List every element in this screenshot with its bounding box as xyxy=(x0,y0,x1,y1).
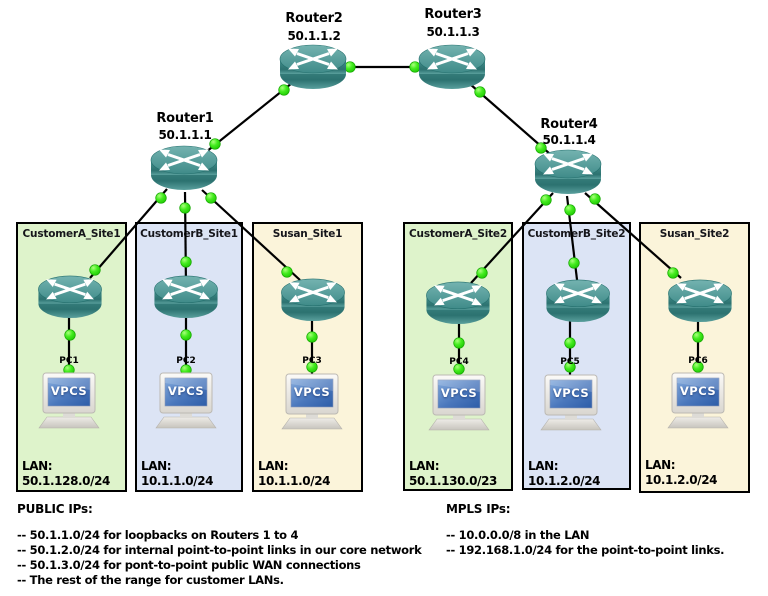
link-status-dot xyxy=(589,193,601,205)
router2-ip: 50.1.1.2 xyxy=(287,29,341,43)
site-title: Susan_Site1 xyxy=(272,228,343,240)
pc1-icon[interactable] xyxy=(37,371,101,431)
site-title: CustomerA_Site2 xyxy=(409,228,507,240)
pc1-label: PC1 xyxy=(59,356,79,366)
lan-label-site2a: LAN:50.1.130.0/23 xyxy=(409,459,498,488)
link-status-dot xyxy=(564,204,576,216)
siteb1-router-icon[interactable] xyxy=(153,275,219,319)
site-title: Susan_Site2 xyxy=(659,228,730,240)
site-title: CustomerB_Site1 xyxy=(140,228,238,240)
note-line: -- 50.1.2.0/24 for internal point-to-poi… xyxy=(17,543,422,557)
site-title: CustomerB_Site2 xyxy=(527,228,626,240)
public-ips-notes: PUBLIC IPs: -- 50.1.1.0/24 for loopbacks… xyxy=(17,502,422,588)
pc6-screen-label: VPCS xyxy=(679,384,717,398)
susan1-router-icon[interactable] xyxy=(280,278,346,322)
pc4-icon[interactable] xyxy=(427,373,491,433)
router1-name: Router1 xyxy=(156,111,214,126)
mpls-ips-notes: MPLS IPs: -- 10.0.0.0/8 in the LAN -- 19… xyxy=(446,502,725,558)
sitea2-router-icon[interactable] xyxy=(425,281,491,325)
router3-ip: 50.1.1.3 xyxy=(426,25,480,39)
router2-name: Router2 xyxy=(285,11,343,26)
lan-label-site2s: LAN:10.1.2.0/24 xyxy=(645,458,718,487)
note-line: -- 50.1.3.0/24 for pont-to-point public … xyxy=(17,558,361,572)
pc5-label: PC5 xyxy=(560,357,580,367)
pc3-label: PC3 xyxy=(302,356,322,366)
note-line: -- The rest of the range for customer LA… xyxy=(17,573,284,587)
note-line: -- 50.1.1.0/24 for loopbacks on Routers … xyxy=(17,528,299,542)
pc2-screen-label: VPCS xyxy=(167,384,205,398)
pc2-label: PC2 xyxy=(176,356,196,366)
link-status-dot xyxy=(155,192,167,204)
link-status-dot xyxy=(179,202,191,214)
pc5-screen-label: VPCS xyxy=(552,386,590,400)
router4-ip: 50.1.1.4 xyxy=(542,133,596,147)
link-status-dot xyxy=(205,192,217,204)
note-line: -- 192.168.1.0/24 for the point-to-point… xyxy=(446,543,725,557)
router3-icon[interactable] xyxy=(418,44,486,90)
siteb2-router-icon[interactable] xyxy=(545,279,611,323)
pc6-icon[interactable] xyxy=(666,371,730,431)
pc1-screen-label: VPCS xyxy=(50,384,88,398)
router1-ip: 50.1.1.1 xyxy=(158,128,212,142)
pc3-icon[interactable] xyxy=(280,372,344,432)
router1-icon[interactable] xyxy=(150,145,218,191)
site-title: CustomerA_Site1 xyxy=(22,228,121,240)
site-box-customerb-site2[interactable]: CustomerB_Site2 xyxy=(522,222,631,490)
pc3-screen-label: VPCS xyxy=(293,385,331,399)
public-ips-title: PUBLIC IPs: xyxy=(17,502,93,516)
pc2-icon[interactable] xyxy=(154,371,218,431)
lan-label-site1b: LAN:10.1.1.0/24 xyxy=(141,459,214,488)
lan-label-site2b: LAN:10.1.2.0/24 xyxy=(528,459,601,488)
router3-name: Router3 xyxy=(424,7,482,22)
lan-label-site1s: LAN:10.1.1.0/24 xyxy=(258,459,331,488)
note-line: -- 10.0.0.0/8 in the LAN xyxy=(446,528,590,542)
pc5-icon[interactable] xyxy=(539,373,603,433)
router4-name: Router4 xyxy=(540,117,598,132)
susan2-router-icon[interactable] xyxy=(667,279,733,323)
mpls-ips-title: MPLS IPs: xyxy=(446,502,511,516)
lan-label-site1a: LAN:50.1.128.0/24 xyxy=(22,459,111,488)
link-status-dot xyxy=(540,194,552,206)
router2-icon[interactable] xyxy=(279,44,347,90)
pc6-label: PC6 xyxy=(688,356,708,366)
sitea1-router-icon[interactable] xyxy=(37,275,103,319)
pc4-screen-label: VPCS xyxy=(440,386,478,400)
pc4-label: PC4 xyxy=(449,357,469,367)
router4-icon[interactable] xyxy=(534,149,602,195)
